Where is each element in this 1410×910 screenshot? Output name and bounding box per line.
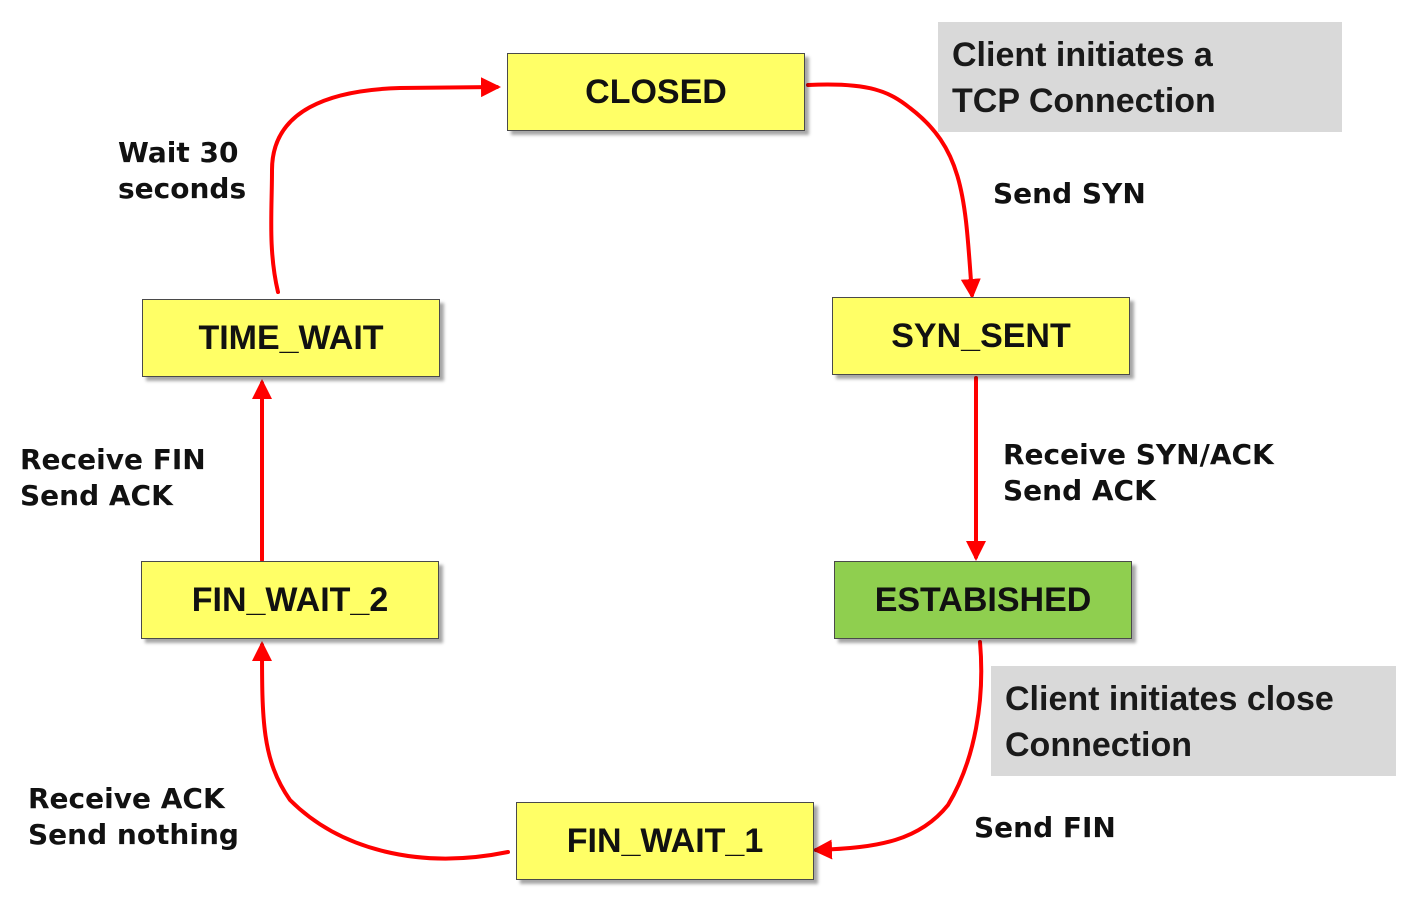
arrow-fin-wait-1-to-fin-wait-2 <box>252 641 510 861</box>
state-label: TIME_WAIT <box>198 318 384 357</box>
arrow-established-to-fin-wait-1 <box>812 640 984 860</box>
transition-label-receive-syn-ack: Receive SYN/ACK Send ACK <box>1003 437 1274 509</box>
transition-label-receive-fin: Receive FIN Send ACK <box>20 442 206 514</box>
state-syn-sent: SYN_SENT <box>832 297 1130 375</box>
transition-label-line: Send ACK <box>1003 474 1156 507</box>
arrow-closed-to-syn-sent <box>806 82 981 299</box>
transition-label-line: Send SYN <box>993 177 1146 210</box>
state-label: ESTABISHED <box>874 580 1092 619</box>
state-established: ESTABISHED <box>834 561 1132 639</box>
transition-label-receive-ack: Receive ACK Send nothing <box>28 781 239 853</box>
transition-label-line: Wait 30 <box>118 136 239 169</box>
note-line: Client initiates close <box>1005 680 1334 718</box>
note-line: TCP Connection <box>952 82 1216 120</box>
note-line: Client initiates a <box>952 36 1213 74</box>
transition-label-line: Receive FIN <box>20 443 206 476</box>
state-closed: CLOSED <box>507 53 805 131</box>
state-label: SYN_SENT <box>891 316 1071 355</box>
state-fin-wait-2: FIN_WAIT_2 <box>141 561 439 639</box>
transition-label-send-fin: Send FIN <box>974 810 1116 846</box>
transition-label-wait-30-seconds: Wait 30 seconds <box>118 135 246 207</box>
note-line: Connection <box>1005 726 1192 764</box>
state-fin-wait-1: FIN_WAIT_1 <box>516 802 814 880</box>
transition-label-line: Send nothing <box>28 818 239 851</box>
state-time-wait: TIME_WAIT <box>142 299 440 377</box>
transition-label-line: seconds <box>118 172 247 205</box>
arrow-time-wait-to-closed <box>269 77 501 294</box>
state-label: FIN_WAIT_1 <box>566 821 764 860</box>
state-label: CLOSED <box>585 72 727 111</box>
transition-label-line: Send ACK <box>20 479 173 512</box>
transition-label-send-syn: Send SYN <box>993 176 1146 212</box>
transition-label-line: Receive SYN/ACK <box>1003 438 1274 471</box>
state-label: FIN_WAIT_2 <box>191 580 389 619</box>
note-client-initiates-close: Client initiates close Connection <box>991 666 1396 776</box>
transition-label-line: Receive ACK <box>28 782 225 815</box>
note-client-initiates-connection: Client initiates a TCP Connection <box>938 22 1342 132</box>
transition-label-line: Send FIN <box>974 811 1116 844</box>
